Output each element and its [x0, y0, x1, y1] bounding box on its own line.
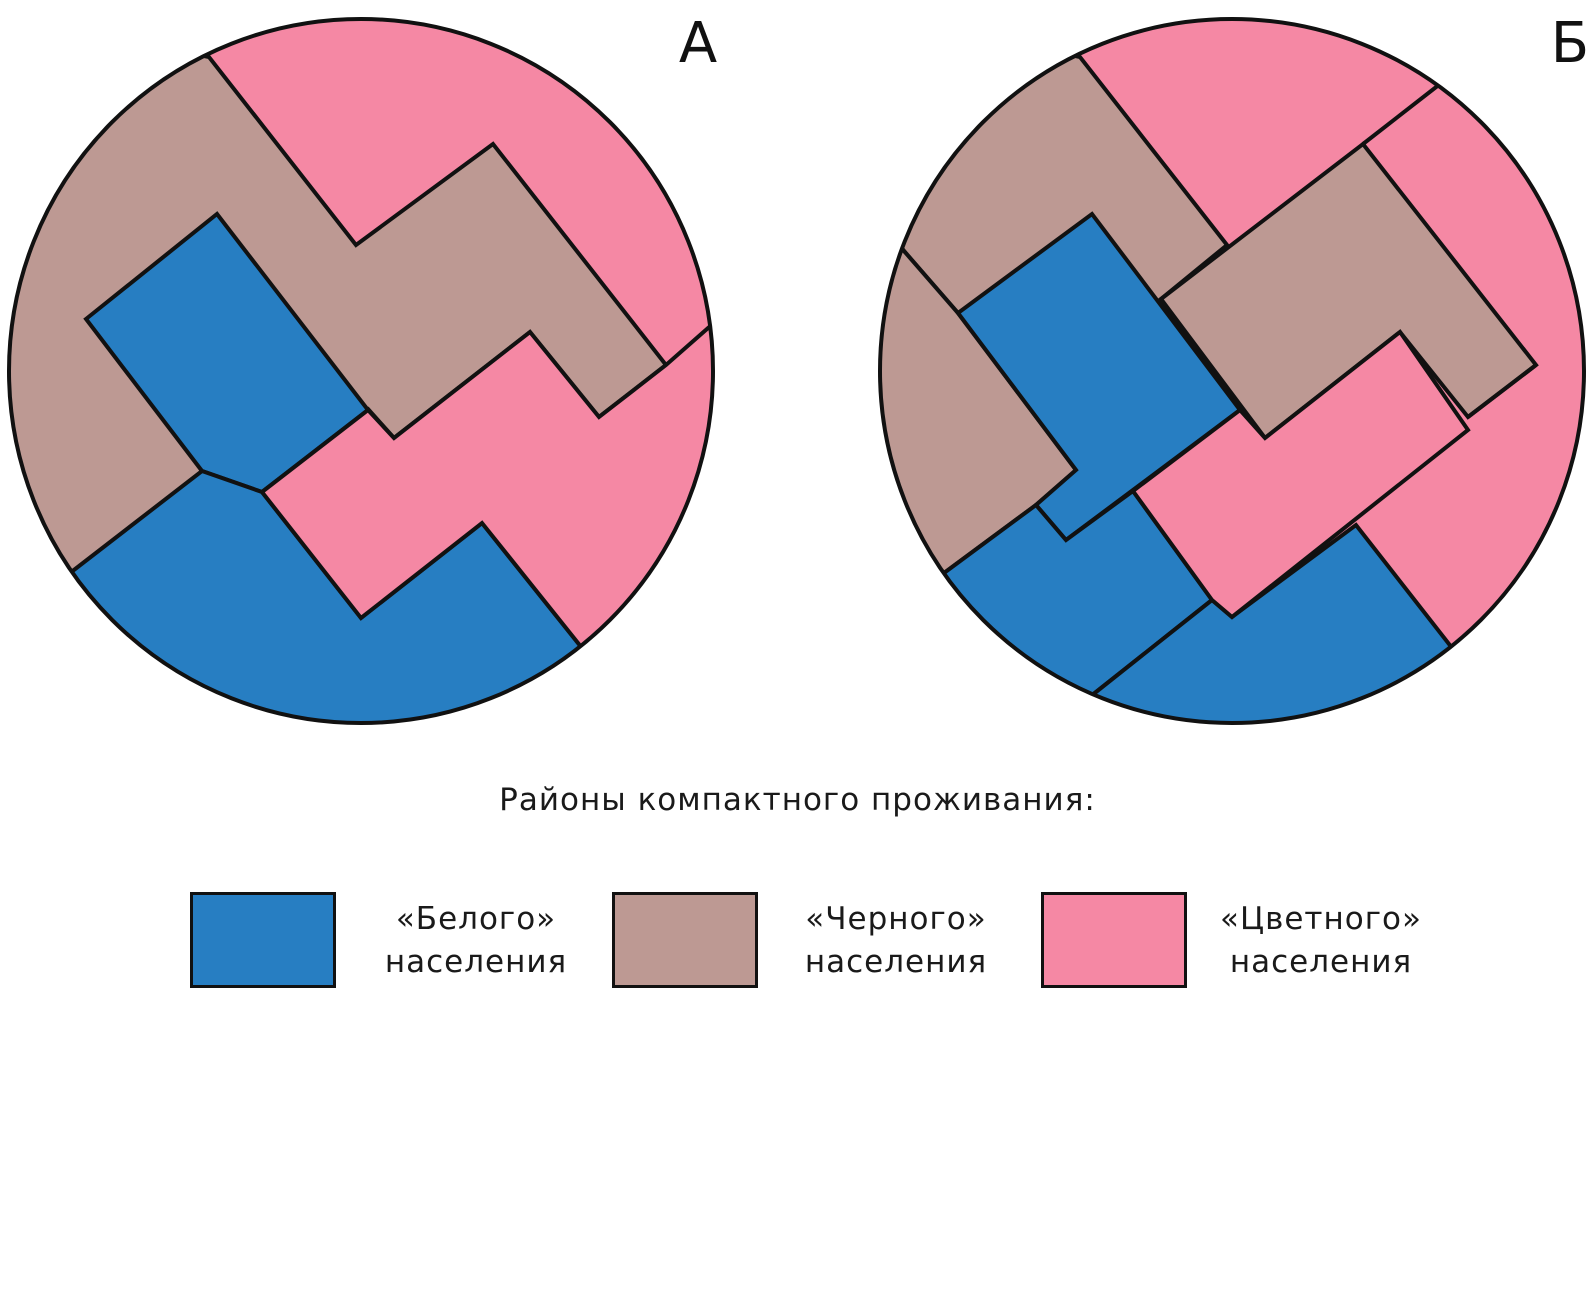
- legend-label-black-line1: «Черного»: [805, 901, 987, 937]
- legend-swatch-colored: [1041, 892, 1187, 988]
- panel-a: А: [7, 11, 717, 725]
- legend-label-colored-line2: населения: [1229, 944, 1413, 980]
- panel-b-letter: Б: [1551, 11, 1589, 76]
- panel-b-outline: [878, 17, 1586, 725]
- legend-label-colored-line1: «Цветного»: [1220, 901, 1422, 937]
- panel-a-letter: А: [679, 11, 717, 76]
- legend-swatch-black: [612, 892, 758, 988]
- panel-a-outline: [7, 17, 715, 725]
- legend-label-white-line2: населения: [384, 944, 568, 980]
- panel-b-boundary-right: [1466, 363, 1538, 419]
- panel-b-district-colored-middle: [1130, 329, 1471, 620]
- legend-title: Районы компактного проживания:: [499, 782, 1096, 818]
- districts-diagram: А Б: [7, 11, 1589, 725]
- legend-label-white: «Белого» населения: [356, 898, 596, 984]
- legend-label-colored: «Цветного» населения: [1201, 898, 1441, 984]
- legend-label-black-line2: населения: [804, 944, 988, 980]
- legend-swatch-white: [190, 892, 336, 988]
- legend-label-black: «Черного» населения: [776, 898, 1016, 984]
- legend-label-white-line1: «Белого»: [395, 901, 557, 937]
- panel-b: Б: [878, 11, 1589, 725]
